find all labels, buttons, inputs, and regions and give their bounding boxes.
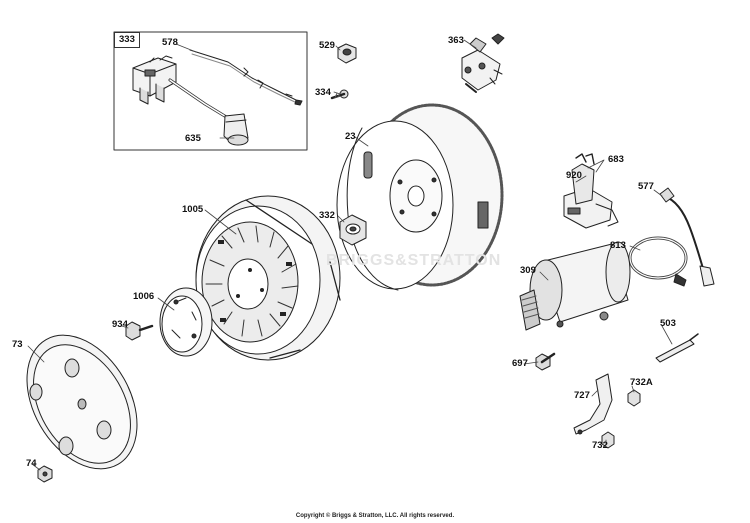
callout-577: 577 <box>638 181 654 192</box>
part-578-ground-wire <box>189 49 303 106</box>
part-1005-fan <box>195 195 341 361</box>
part-577-wire-harness <box>659 187 715 287</box>
part-503-clip <box>655 333 699 363</box>
part-309-starter-motor <box>519 241 631 331</box>
callout-74: 74 <box>26 458 37 469</box>
watermark: BRIGGS&STRATTON <box>326 252 502 269</box>
part-333-ignition-armature <box>132 55 230 120</box>
callout-934: 934 <box>112 319 128 330</box>
callout-635: 635 <box>185 133 201 144</box>
callout-1005: 1005 <box>182 204 204 215</box>
callout-332: 332 <box>319 210 335 221</box>
callout-727: 727 <box>574 390 590 401</box>
part-635-spark-plug-boot <box>223 113 249 146</box>
part-23-flywheel <box>336 103 504 291</box>
callout-334: 334 <box>315 87 331 98</box>
callout-23: 23 <box>345 131 356 142</box>
part-934-screw <box>125 321 154 341</box>
callout-697: 697 <box>512 358 528 369</box>
part-697-bolt <box>535 352 556 371</box>
copyright-notice: Copyright © Briggs & Stratton, LLC. All … <box>295 513 455 519</box>
callout-529: 529 <box>319 40 335 51</box>
part-332-flywheel-nut <box>339 214 367 246</box>
callout-363: 363 <box>448 35 464 46</box>
group-box-333 <box>113 31 308 151</box>
callout-920: 920 <box>566 170 582 181</box>
part-74-screw <box>37 465 53 483</box>
part-529-nut <box>337 43 357 64</box>
part-1006-screen <box>159 287 213 357</box>
part-732A-nut <box>627 389 641 407</box>
part-920-ignition-module <box>563 153 619 229</box>
callout-813: 813 <box>610 240 626 251</box>
callout-309: 309 <box>520 265 536 276</box>
callout-503: 503 <box>660 318 676 329</box>
part-727-bracket <box>573 373 613 435</box>
callout-1006: 1006 <box>133 291 155 302</box>
callout-578: 578 <box>162 37 178 48</box>
callout-732A: 732A <box>630 377 653 388</box>
callout-73: 73 <box>12 339 23 350</box>
callout-333: 333 <box>114 32 140 48</box>
part-813-strap <box>628 236 688 287</box>
part-363-bracket <box>461 33 505 93</box>
callout-683: 683 <box>608 154 624 165</box>
part-73-rotating-screen-cover <box>26 334 138 470</box>
leader-lines <box>27 39 673 471</box>
part-732-screw <box>601 431 615 449</box>
callout-732: 732 <box>592 440 608 451</box>
